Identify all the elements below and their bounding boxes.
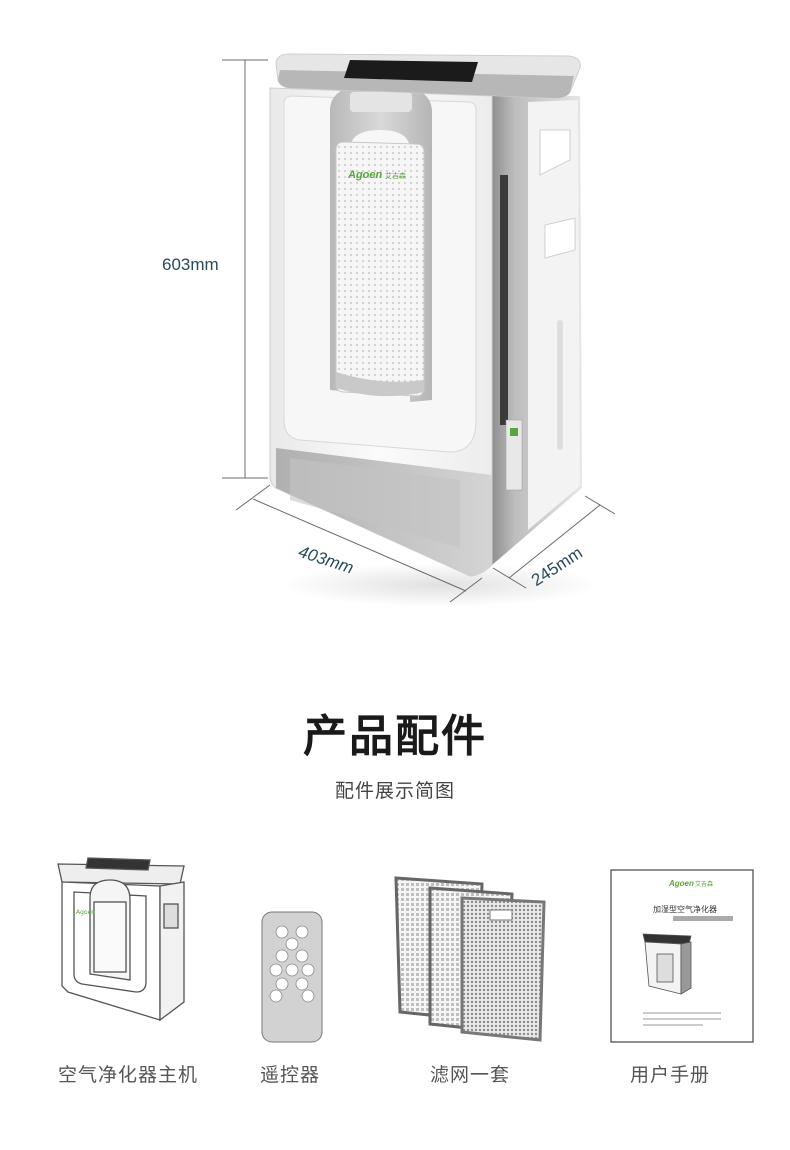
base-vent — [290, 458, 460, 548]
manual-brand-cn: 艾吉森 — [695, 880, 713, 888]
top-display — [344, 60, 478, 82]
section-subtitle: 配件展示简图 — [334, 780, 455, 802]
brand-logo-cn: 艾吉森 — [385, 171, 406, 180]
side-label — [505, 419, 523, 491]
side-label-mark — [510, 428, 518, 436]
sketch-brand-mark: Agoen — [76, 909, 95, 916]
accessory-label-purifier: 空气净化器主机 — [57, 1064, 198, 1086]
brand-logo-main: Agoen — [347, 169, 383, 181]
manual-title: 加湿型空气净化器 — [653, 904, 717, 914]
floor-shadow — [280, 563, 600, 607]
dimension-height-label: 603mm — [162, 255, 219, 274]
side-gauge — [557, 320, 563, 450]
user-manual-icon: Agoen 艾吉森 加湿型空气净化器 — [610, 869, 754, 1043]
top-handle-slot — [350, 92, 412, 112]
section-title: 产品配件 — [303, 711, 487, 762]
purifier-sketch-icon: Agoen — [57, 857, 185, 1022]
side-vent — [544, 217, 576, 259]
purifier-main-image: Agoen 艾吉森 — [222, 53, 616, 607]
side-handle — [539, 129, 571, 176]
accessory-label-manual: 用户手册 — [629, 1064, 710, 1086]
accessory-label-filters: 滤网一套 — [429, 1064, 510, 1086]
dimension-lines — [222, 59, 616, 603]
side-panel-light — [528, 100, 580, 530]
filter-window-lip — [336, 372, 424, 397]
side-slot — [500, 175, 508, 425]
manual-brand-logo: Agoen — [668, 879, 694, 888]
remote-control-icon — [261, 911, 323, 1043]
accessory-label-remote: 遥控器 — [259, 1064, 320, 1086]
filter-set-icon — [394, 876, 546, 1042]
